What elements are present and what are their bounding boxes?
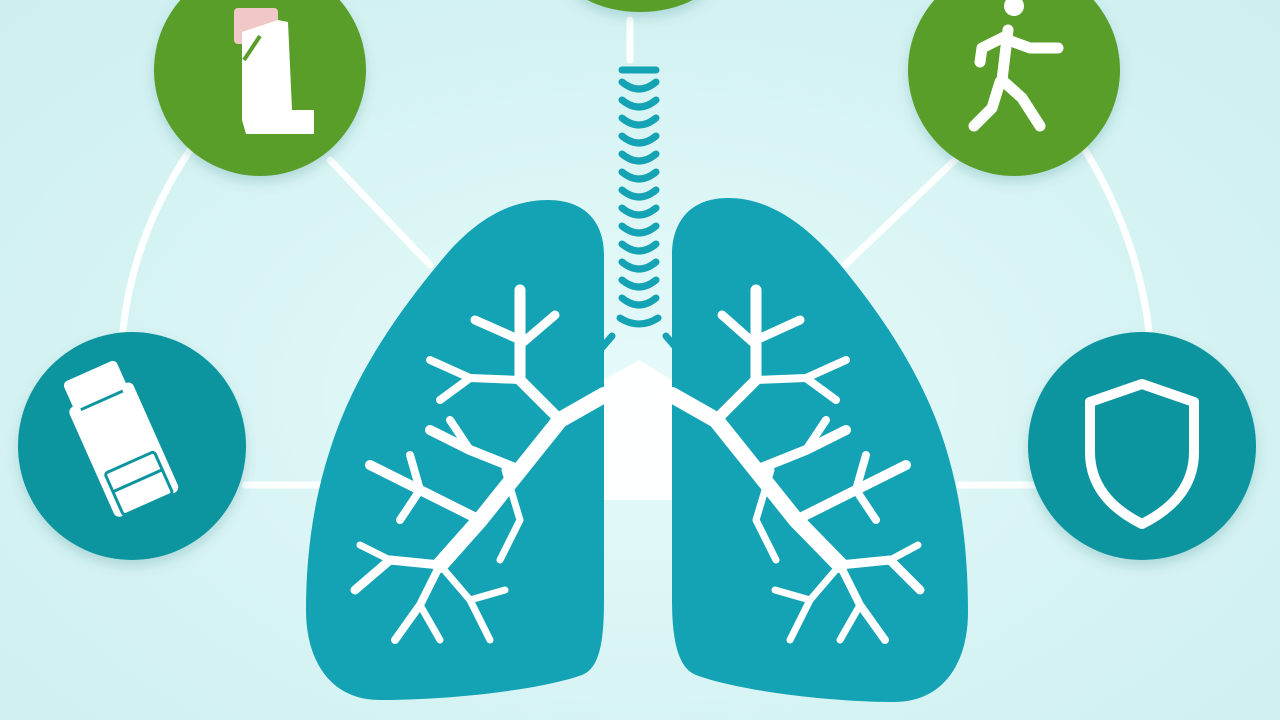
badge-top-center xyxy=(587,0,693,12)
badge-top-right xyxy=(908,0,1120,176)
carina xyxy=(604,360,672,500)
connector-left-arc xyxy=(118,146,194,344)
badge-top-left xyxy=(154,0,366,176)
connector-right-arc xyxy=(1081,146,1154,344)
shield-icon xyxy=(1085,379,1199,529)
left-lung-lobe xyxy=(306,200,604,700)
right-bronchial-tree xyxy=(664,284,925,644)
connector-top-left-link xyxy=(326,156,434,269)
walking-person-icon xyxy=(968,0,1064,132)
right-lung-lobe xyxy=(672,198,968,702)
trachea xyxy=(596,66,682,354)
connector-lines xyxy=(118,16,1154,489)
lungs-icon xyxy=(306,66,968,702)
inhaler-icon xyxy=(234,8,314,134)
left-bronchial-tree xyxy=(350,284,612,644)
badge-mid-left xyxy=(18,332,246,560)
inhaler-canister-icon xyxy=(63,360,179,517)
badge-mid-right xyxy=(1028,332,1256,560)
connector-top-right-link xyxy=(841,156,959,269)
